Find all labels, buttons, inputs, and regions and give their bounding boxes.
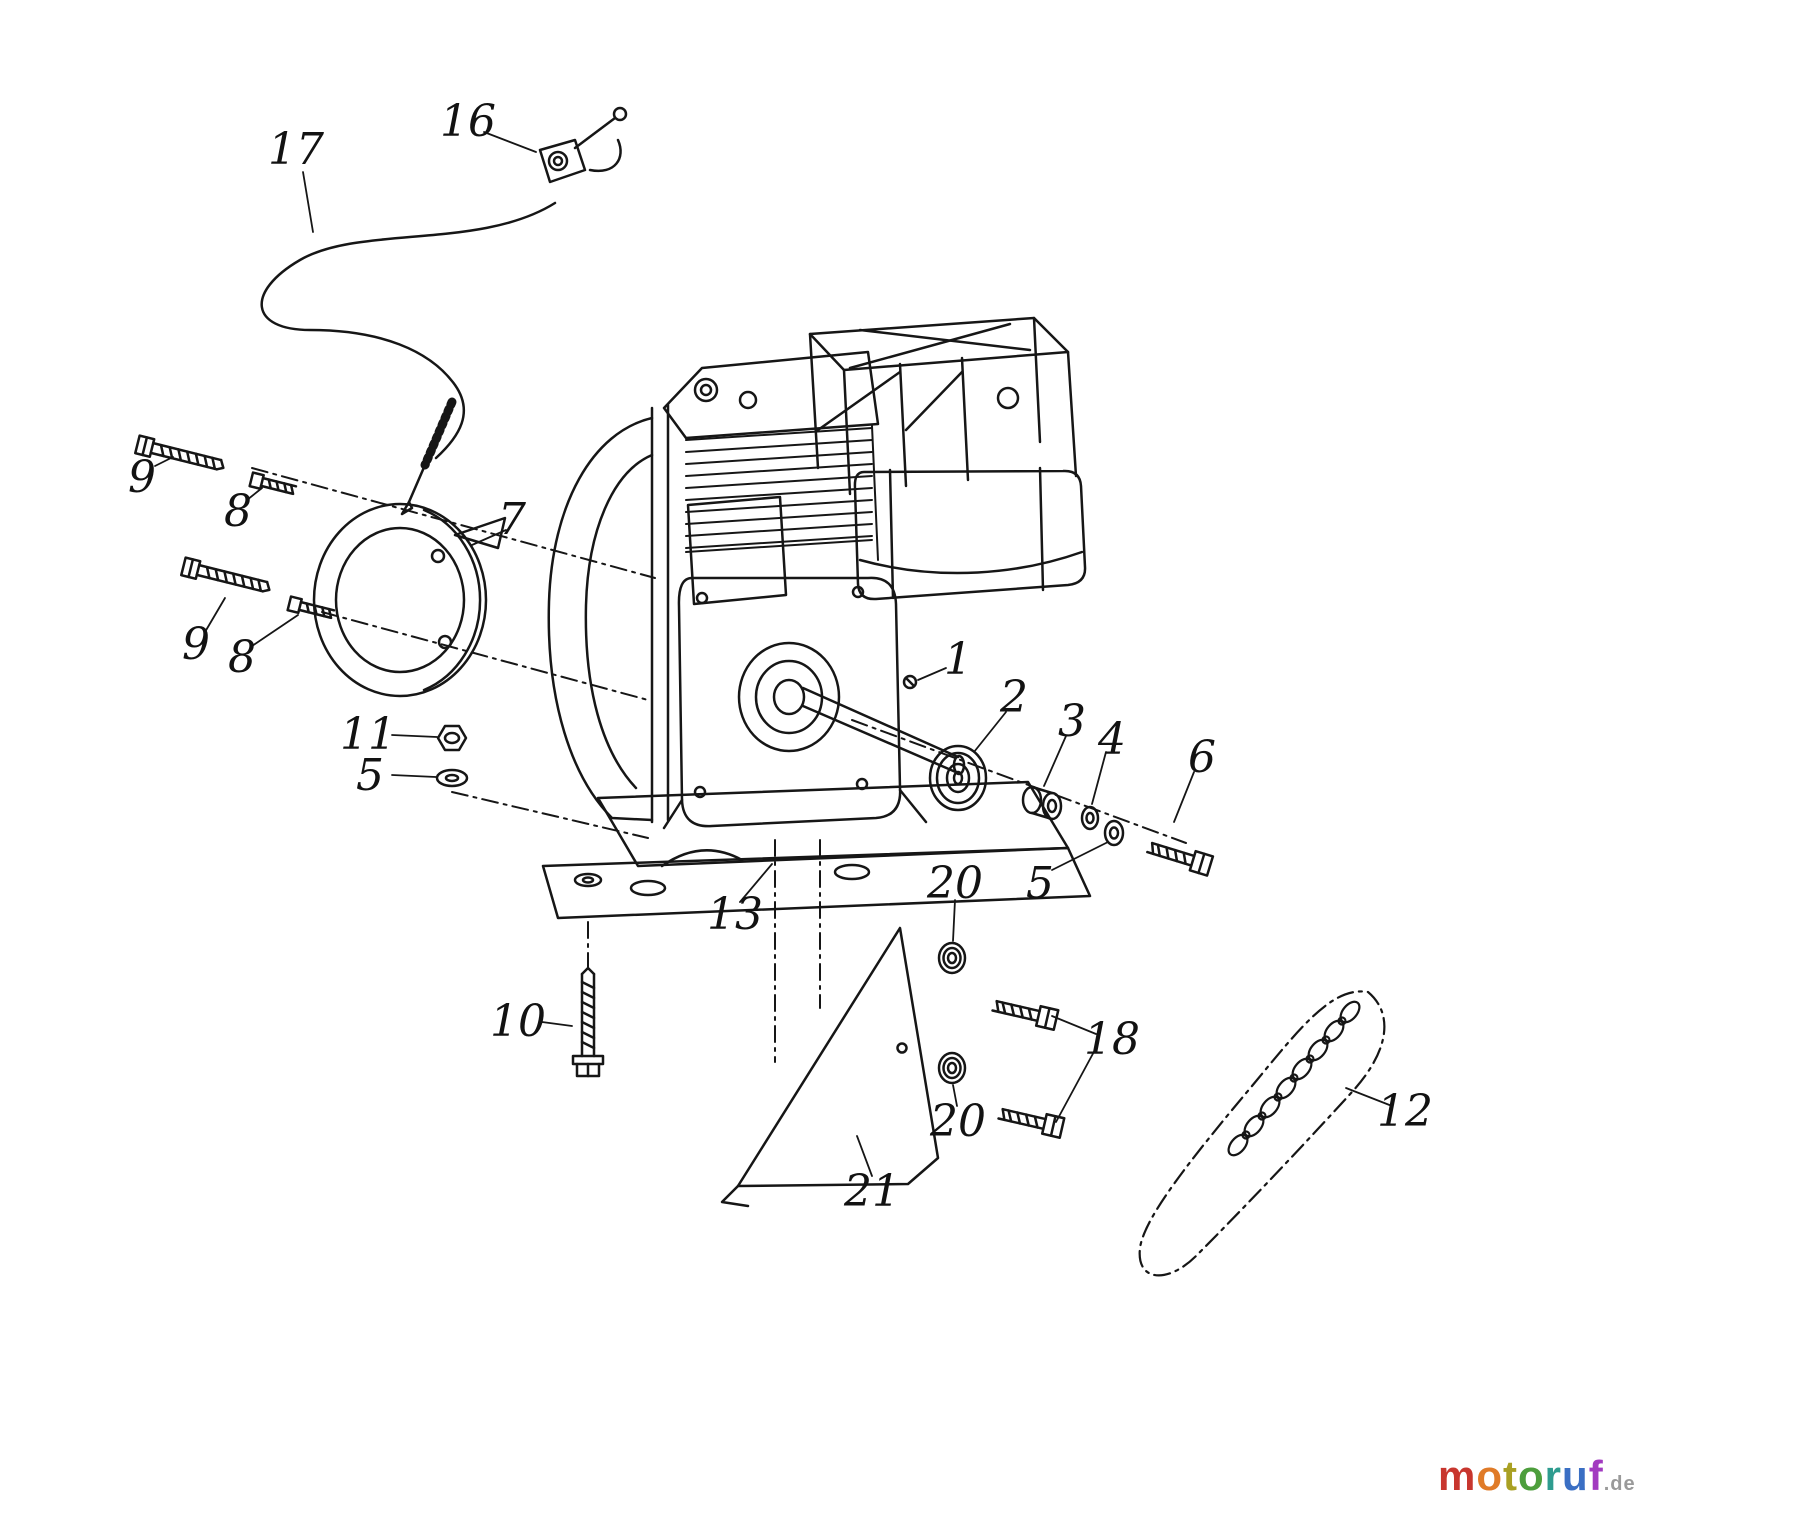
part-label-17: 17 [268,124,324,175]
throttle-control [538,106,628,184]
part-label-10: 10 [490,996,546,1047]
part-label-20-a: 20 [927,858,983,909]
cylinder-head [662,350,880,440]
drive-chain [1138,990,1386,1277]
washer-20-lower [937,1051,967,1085]
part-label-5-b: 5 [1026,858,1054,909]
cooling-fins [685,425,879,561]
base-plate [541,780,1092,920]
motoruf-logo: motoruf.de [1438,1452,1636,1500]
logo-suffix: .de [1603,1473,1636,1495]
shaft-parts [902,674,1215,877]
logo-letter: f [1588,1452,1604,1499]
part-label-12: 12 [1377,1086,1433,1137]
engine-body [547,350,966,830]
part-label-9-b: 9 [182,619,210,670]
fuel-tank [853,469,1087,601]
part-label-7: 7 [498,494,526,545]
logo-letter: r [1544,1452,1563,1499]
pulley-2 [928,744,988,812]
engine-side-plate [686,495,788,606]
part-label-4: 4 [1098,714,1126,765]
bolt-18-upper [990,994,1060,1031]
part-label-3: 3 [1058,696,1086,747]
part-label-1: 1 [944,634,972,685]
fuel-tank-and-frame [808,316,1087,601]
control-cable [260,201,557,516]
part-label-16: 16 [440,96,496,147]
spacer-3 [1021,785,1063,821]
chain-links [1227,1000,1361,1157]
bolt-18-lower [996,1102,1066,1139]
logo-letter: m [1438,1452,1477,1499]
screw-1 [902,674,918,690]
part-label-2: 2 [1000,672,1028,723]
washer-5-right [1103,819,1125,847]
guard-plate [720,926,940,1208]
logo-letter: o [1476,1452,1504,1499]
part-label-11: 11 [340,709,396,760]
screw-9-lower [180,556,274,598]
washer-20-upper [937,941,967,975]
part-label-20-b: 20 [930,1096,986,1147]
washer-5-left [435,768,469,788]
part-label-13: 13 [707,889,763,940]
bolt-6 [1144,836,1215,877]
nut-and-washer-left [435,724,469,788]
part-label-18: 18 [1084,1014,1140,1065]
logo-letter: u [1562,1452,1589,1499]
logo-letter: o [1518,1452,1545,1499]
leader-lines [154,131,1393,1177]
part-label-21: 21 [844,1166,900,1217]
part-label-6: 6 [1188,732,1216,783]
construction-lines [251,467,1187,1063]
bolt-10 [571,966,605,1078]
part-label-8-b: 8 [228,632,256,683]
band-clamp [312,502,507,698]
nut-11 [436,724,468,752]
logo-letter: t [1503,1452,1519,1499]
part-label-8-a: 8 [224,486,252,537]
blower-housing [547,416,654,822]
part-label-9-a: 9 [128,452,156,503]
part-label-5-a: 5 [356,750,384,801]
